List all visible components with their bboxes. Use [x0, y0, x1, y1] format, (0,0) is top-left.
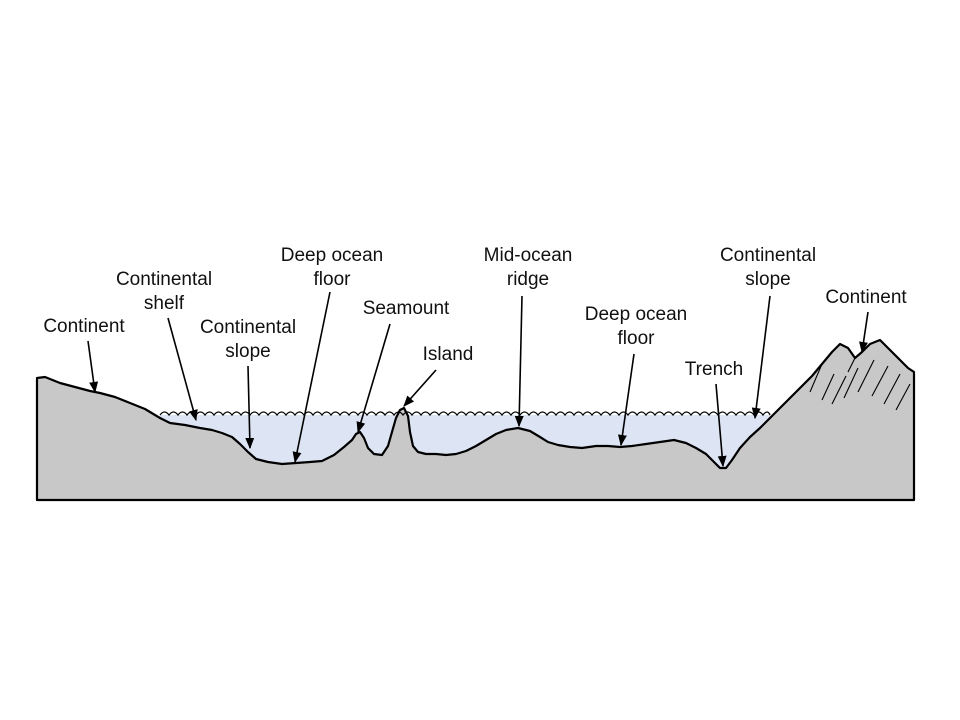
sea-surface-waves — [159, 411, 771, 417]
label-trench: Trench — [685, 359, 743, 380]
label-continent-left: Continent — [43, 316, 125, 337]
label-deep-ocean-floor-left-line2: floor — [314, 269, 352, 290]
leader-deep-ocean-floor-right — [617, 353, 635, 447]
label-continental-shelf-line1: Continental — [116, 269, 212, 290]
leader-mid-ocean-ridge — [514, 295, 524, 428]
leader-continental-shelf — [167, 317, 198, 422]
label-mid-ocean-ridge-line1: Mid-ocean — [484, 245, 573, 266]
label-continental-shelf-line2: shelf — [144, 293, 185, 314]
label-island: Island — [423, 344, 474, 365]
label-continental-slope-left-line1: Continental — [200, 317, 296, 338]
label-deep-ocean-floor-right-line1: Deep ocean — [585, 304, 687, 325]
label-continental-slope-right-line2: slope — [745, 269, 790, 290]
labels: Continent Continental shelf Continental … — [43, 245, 907, 380]
label-mid-ocean-ridge-line2: ridge — [507, 269, 549, 290]
label-deep-ocean-floor-right-line2: floor — [618, 328, 656, 349]
leader-continental-slope-right — [751, 295, 771, 420]
leader-continental-slope-left — [245, 365, 255, 450]
leader-trench — [715, 383, 727, 468]
mountain-hatching — [809, 357, 911, 411]
seafloor-cross-section — [35, 338, 916, 502]
leader-deep-ocean-floor-left — [292, 291, 331, 464]
label-continent-right: Continent — [825, 287, 907, 308]
leader-lines — [87, 291, 869, 468]
leader-continent-right — [859, 311, 869, 354]
label-continental-slope-right-line1: Continental — [720, 245, 816, 266]
label-deep-ocean-floor-left-line1: Deep ocean — [281, 245, 383, 266]
leader-seamount — [356, 323, 391, 434]
leader-island — [403, 369, 437, 407]
label-seamount: Seamount — [363, 298, 450, 319]
leader-continent-left — [87, 340, 99, 394]
label-continental-slope-left-line2: slope — [225, 341, 270, 362]
